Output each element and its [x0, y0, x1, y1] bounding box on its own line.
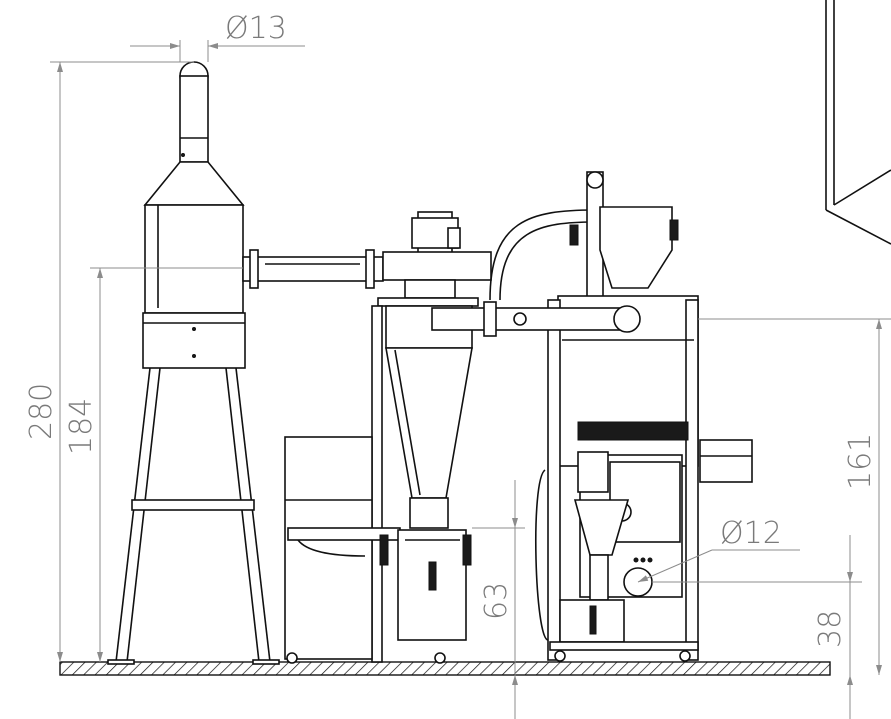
dim-duct-height: 184: [64, 398, 99, 455]
dim-port-height: 38: [813, 610, 848, 648]
dimension-labels: Ø13 280 184 161 63 Ø12 38: [24, 11, 878, 648]
dim-port-diameter: Ø12: [720, 516, 782, 551]
transfer-hose: [489, 209, 596, 301]
exhaust-stack: [107, 61, 280, 665]
room-corner: [825, 0, 891, 245]
floor: [59, 661, 831, 676]
fan-cyclone: [371, 211, 492, 663]
dim-roaster-outlet-height: 161: [843, 433, 878, 490]
dim-total-height: 280: [24, 383, 59, 440]
dim-stack-diameter: Ø13: [225, 11, 287, 46]
cooling-tray: [284, 436, 472, 664]
dim-cyclone-height: 63: [479, 582, 514, 620]
roaster: [431, 171, 753, 662]
dimension-lines: [50, 40, 891, 719]
exhaust-duct: [242, 249, 384, 289]
